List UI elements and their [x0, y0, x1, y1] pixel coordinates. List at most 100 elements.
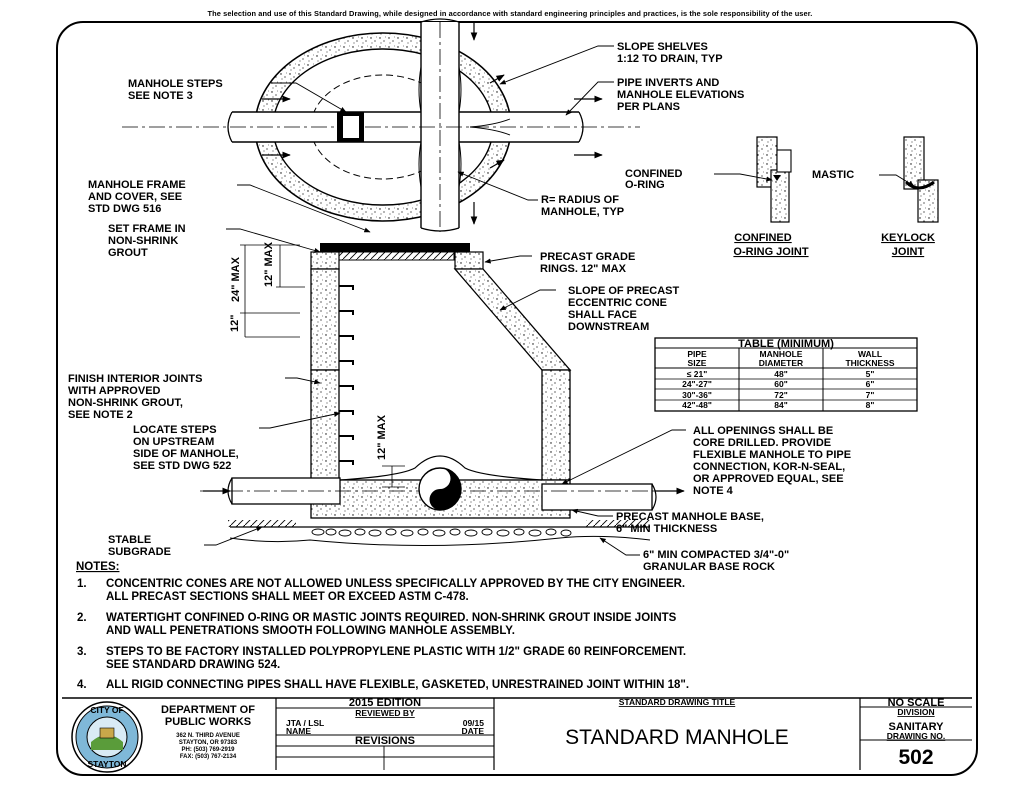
subgrade-label-2: SUBGRADE [108, 546, 171, 558]
base-label: PRECAST MANHOLE BASE, [616, 511, 764, 523]
set-frame-label-2: NON-SHRINK [108, 235, 178, 247]
drawing-number: 502 [898, 746, 933, 769]
finish-joints-label-2: WITH APPROVED [68, 385, 161, 397]
table-cell: 6" [866, 379, 875, 389]
base-rock [311, 528, 572, 537]
locate-steps-label-2: ON UPSTREAM [133, 436, 214, 448]
manhole-steps-label-2: SEE NOTE 3 [128, 90, 193, 102]
seal-text-top: CITY OF [90, 705, 123, 715]
name-label: NAME [286, 726, 311, 736]
radius-label-2: MANHOLE, TYP [541, 206, 624, 218]
disclaimer-text: The selection and use of this Standard D… [207, 9, 813, 18]
table-header-manhole: MANHOLE [760, 349, 803, 359]
confined-joint-title-2: O-RING JOINT [733, 246, 808, 258]
table-cell: 7" [866, 390, 875, 400]
note-number: 3. [77, 646, 87, 658]
locate-steps-label: LOCATE STEPS [133, 424, 217, 436]
table-header-size: SIZE [688, 358, 707, 368]
finish-joints-label: FINISH INTERIOR JOINTS [68, 373, 202, 385]
section-view: 24" MAX 12" MAX 12" 12" MAX [200, 228, 686, 556]
base-label-2: 6" MIN THICKNESS [616, 523, 717, 535]
scale: NO SCALE [888, 697, 945, 709]
dim-12-max-top: 12" MAX [263, 241, 275, 287]
pipe-inverts-label-3: PER PLANS [617, 101, 680, 113]
table-header-wall: WALL [858, 349, 882, 359]
plan-labels: SLOPE SHELVES 1:12 TO DRAIN, TYP MANHOLE… [88, 41, 744, 218]
table-header-pipe: PIPE [687, 349, 707, 359]
reviewer: JTA / LSL [286, 718, 324, 728]
finish-joints-label-4: SEE NOTE 2 [68, 409, 133, 421]
openings-label-2: CORE DRILLED. PROVIDE [693, 437, 831, 449]
sheet-border [56, 21, 978, 776]
note-number: 2. [77, 612, 87, 624]
division-label: DIVISION [897, 707, 934, 717]
note-text: CONCENTRIC CONES ARE NOT ALLOWED UNLESS … [106, 578, 685, 590]
note-number: 1. [77, 578, 87, 590]
confined-oring-joint-detail: CONFINED O-RING CONFINED O-RING JOINT [625, 136, 809, 258]
plan-view [122, 18, 640, 233]
keylock-joint-detail: MASTIC KEYLOCK JOINT [812, 136, 939, 258]
base-rock-label-2: GRANULAR BASE ROCK [643, 561, 775, 573]
table-cell: 72" [774, 390, 788, 400]
base-rock-label: 6" MIN COMPACTED 3/4"-0" [643, 549, 789, 561]
table-header-thickness: THICKNESS [845, 358, 894, 368]
table-title: TABLE (MINIMUM) [738, 338, 834, 350]
frame-cover-label-3: STD DWG 516 [88, 203, 161, 215]
frame-cover-label: MANHOLE FRAME [88, 179, 186, 191]
locate-steps-label-3: SIDE OF MANHOLE, [133, 448, 239, 460]
keylock-joint-title-2: JOINT [892, 246, 925, 258]
openings-label-4: CONNECTION, KOR-N-SEAL, [693, 461, 845, 473]
table-cell: ≤ 21" [687, 369, 708, 379]
manhole-steps-label: MANHOLE STEPS [128, 78, 223, 90]
pipe-inverts-label: PIPE INVERTS AND [617, 77, 719, 89]
locate-steps-label-4: SEE STD DWG 522 [133, 460, 231, 472]
subgrade-label: STABLE [108, 534, 151, 546]
title-block: CITY OF STAYTON DEPARTMENT OF PUBLIC WOR… [62, 697, 972, 773]
section-labels: SET FRAME IN NON-SHRINK GROUT PRECAST GR… [68, 223, 851, 573]
confined-oring-label-2: O-RING [625, 179, 665, 191]
openings-label-6: NOTE 4 [693, 485, 734, 497]
set-frame-label: SET FRAME IN [108, 223, 186, 235]
confined-oring-label: CONFINED [625, 168, 683, 180]
openings-label: ALL OPENINGS SHALL BE [693, 425, 833, 437]
note-text: AND WALL PENETRATIONS SMOOTH FOLLOWING M… [106, 625, 515, 637]
table-cell: 24"-27" [682, 379, 712, 389]
drawing-title: STANDARD MANHOLE [565, 726, 789, 749]
table-cell: 48" [774, 369, 788, 379]
table-cell: 84" [774, 400, 788, 410]
openings-label-3: FLEXIBLE MANHOLE TO PIPE [693, 449, 851, 461]
set-frame-label-3: GROUT [108, 247, 148, 259]
dept-phone: PH: (503) 769-2919 [181, 747, 235, 753]
pipe-inverts-label-2: MANHOLE ELEVATIONS [617, 89, 744, 101]
wall-thickness-table: TABLE (MINIMUM) PIPE SIZE MANHOLE DIAMET… [654, 337, 918, 412]
dept-fax: FAX: (503) 767-2134 [180, 754, 237, 760]
mastic-label: MASTIC [812, 169, 854, 181]
table-header-diameter: DIAMETER [759, 358, 803, 368]
division: SANITARY [889, 721, 945, 733]
table-cell: 42"-48" [682, 400, 712, 410]
dept-address-2: STAYTON, OR 97383 [179, 740, 238, 746]
table-cell: 30"-36" [682, 390, 712, 400]
note-number: 4. [77, 679, 87, 691]
dim-12: 12" [229, 315, 241, 332]
grade-rings-label-2: RINGS. 12" MAX [540, 263, 627, 275]
slope-shelves-label-2: 1:12 TO DRAIN, TYP [617, 53, 723, 65]
note-text: ALL RIGID CONNECTING PIPES SHALL HAVE FL… [106, 679, 689, 691]
frame-cover-label-2: AND COVER, SEE [88, 191, 182, 203]
city-seal: CITY OF STAYTON [71, 701, 143, 773]
slope-shelves-label: SLOPE SHELVES [617, 41, 708, 53]
confined-joint-title: CONFINED [734, 232, 792, 244]
note-text: STEPS TO BE FACTORY INSTALLED POLYPROPYL… [106, 646, 686, 658]
edition: 2015 EDITION [349, 697, 421, 709]
openings-label-5: OR APPROVED EQUAL, SEE [693, 473, 844, 485]
cone-slope-label-2: ECCENTRIC CONE [568, 297, 667, 309]
cone-slope-label-4: DOWNSTREAM [568, 321, 649, 333]
note-text: WATERTIGHT CONFINED O-RING OR MASTIC JOI… [106, 612, 677, 624]
note-text: SEE STANDARD DRAWING 524. [106, 659, 280, 671]
cone-slope-label-3: SHALL FACE [568, 309, 637, 321]
dim-24-max: 24" MAX [230, 256, 242, 302]
table-cell: 60" [774, 379, 788, 389]
note-text: ALL PRECAST SECTIONS SHALL MEET OR EXCEE… [106, 591, 469, 603]
grade-rings-label: PRECAST GRADE [540, 251, 635, 263]
